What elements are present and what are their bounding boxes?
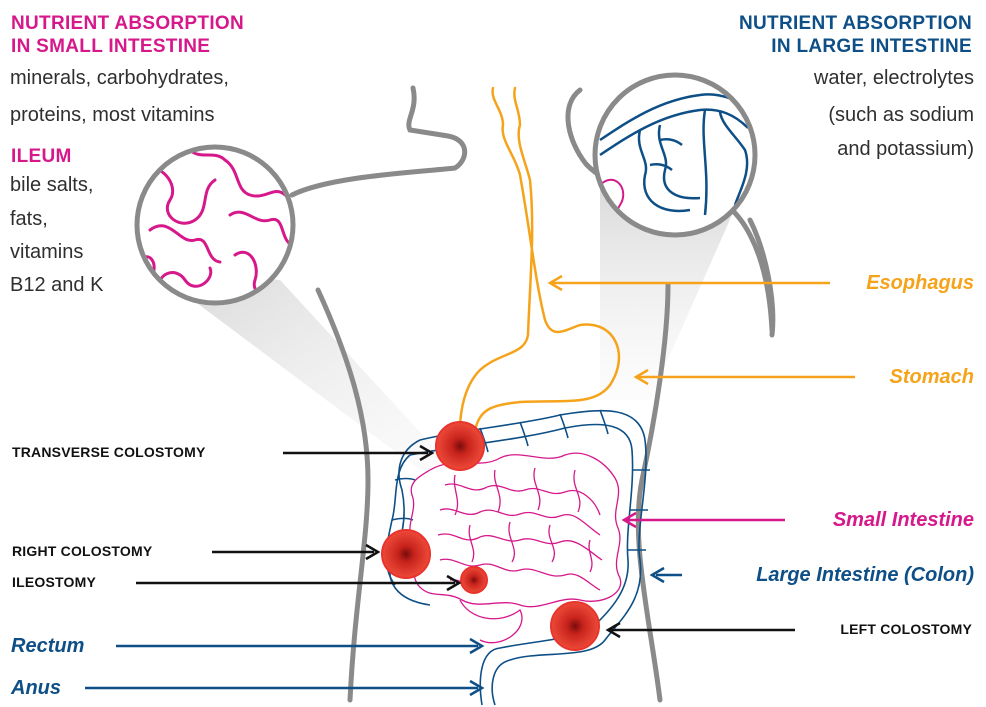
anus-label: Anus: [11, 676, 61, 700]
small-intestine-arrow: [624, 513, 785, 527]
right-colostomy-arrow: [212, 545, 378, 559]
stomach-label: Stomach: [890, 365, 974, 389]
magnifier-large-intestine: [595, 75, 755, 235]
small-intestine-body-line1: minerals, carbohydrates,: [10, 63, 229, 93]
ileostomy-label: ILEOSTOMY: [12, 574, 96, 590]
ileum-heading: ILEUM: [11, 146, 72, 167]
large-intestine-body-line2: (such as sodium: [828, 100, 974, 130]
left-colostomy-label: LEFT COLOSTOMY: [840, 621, 972, 637]
anus-arrow: [85, 681, 482, 695]
large-intestine-heading-line2: IN LARGE INTESTINE: [771, 36, 972, 57]
stoma-left: [551, 602, 599, 650]
ileum-line2: fats,: [10, 204, 48, 234]
large-intestine-heading-line1: NUTRIENT ABSORPTION: [739, 13, 972, 34]
stoma-transverse: [436, 422, 484, 470]
rectum-arrow: [116, 639, 482, 653]
small-intestine-heading-line1: NUTRIENT ABSORPTION: [11, 13, 244, 34]
left-colostomy-arrow: [608, 623, 795, 637]
rectum-label: Rectum: [11, 634, 84, 658]
ileum-line1: bile salts,: [10, 170, 93, 200]
large-intestine-body-line1: water, electrolytes: [814, 63, 974, 93]
large-intestine-body-line3: and potassium): [837, 134, 974, 164]
right-colostomy-label: RIGHT COLOSTOMY: [12, 543, 152, 559]
transverse-colostomy-label: TRANSVERSE COLOSTOMY: [12, 444, 206, 460]
small-intestine-body-line2: proteins, most vitamins: [10, 100, 215, 130]
small-intestine-label: Small Intestine: [833, 508, 974, 532]
ileum-line3: vitamins: [10, 237, 83, 267]
stoma-right: [382, 530, 430, 578]
large-intestine-label: Large Intestine (Colon): [756, 563, 974, 587]
large-intestine-arrow: [652, 568, 682, 582]
leader-lines: [85, 276, 855, 695]
ileum-line4: B12 and K: [10, 270, 103, 300]
small-intestine-heading-line2: IN SMALL INTESTINE: [11, 36, 210, 57]
stoma-ileostomy: [461, 567, 487, 593]
magnifier-small-intestine: [137, 147, 293, 303]
stomach-arrow: [636, 370, 855, 384]
esophagus-label: Esophagus: [866, 271, 974, 295]
